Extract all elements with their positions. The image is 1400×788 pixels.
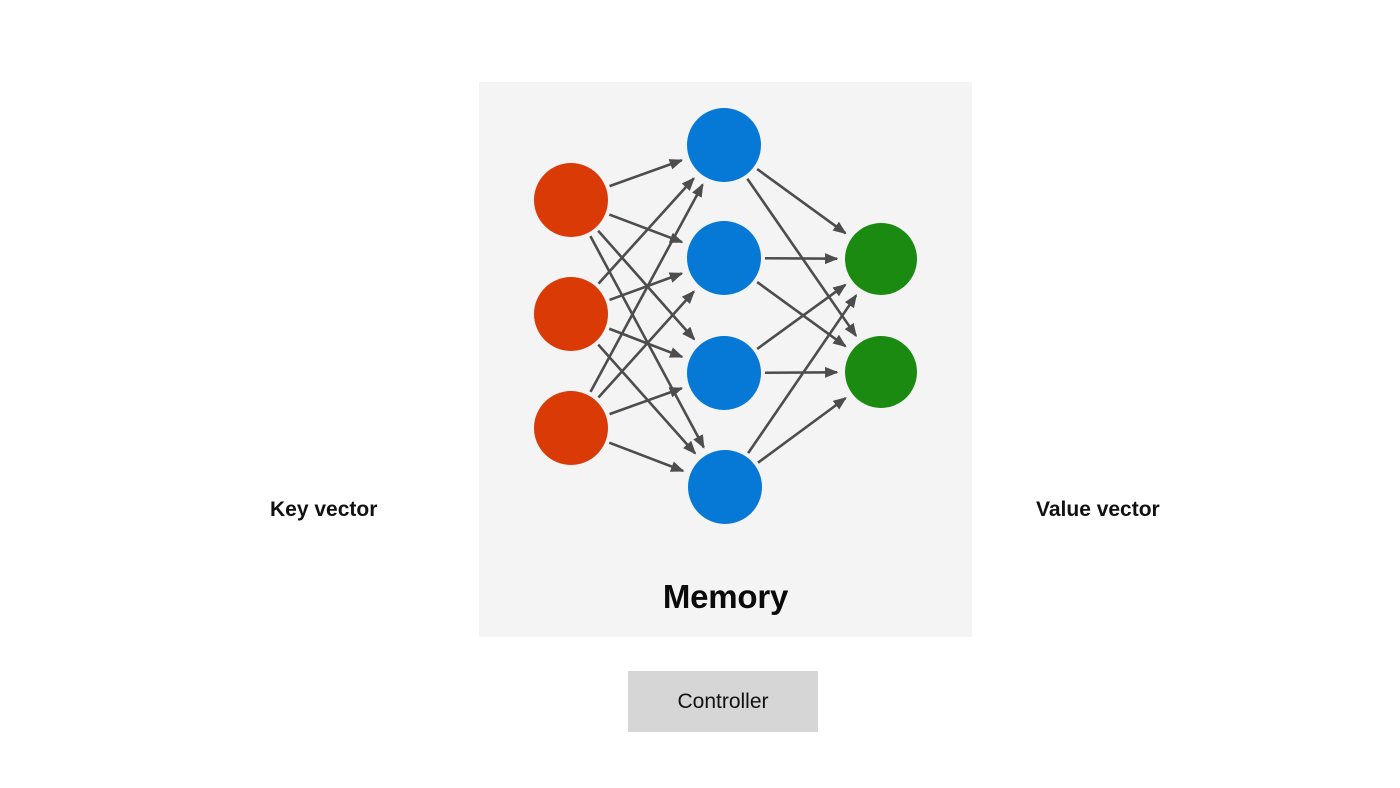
node-m2[interactable] bbox=[687, 221, 761, 295]
edge-m3-v1 bbox=[756, 283, 847, 350]
edge-k2-m4 bbox=[597, 343, 697, 455]
node-layer bbox=[534, 108, 917, 524]
node-k2[interactable] bbox=[534, 277, 608, 351]
edge-k3-m4 bbox=[608, 441, 685, 473]
edge-k3-m3 bbox=[609, 386, 684, 416]
node-v1[interactable] bbox=[845, 223, 917, 295]
memory-title: Memory bbox=[662, 578, 789, 615]
edge-m2-v2 bbox=[756, 281, 847, 348]
edge-k3-m1 bbox=[589, 183, 704, 393]
key-vector-label: Key vector bbox=[270, 498, 378, 521]
edge-k2-m3 bbox=[608, 327, 684, 359]
controller-label: Controller bbox=[677, 689, 769, 713]
edge-k1-m3 bbox=[597, 229, 696, 341]
network-graph bbox=[534, 108, 917, 524]
edge-m1-v1 bbox=[756, 168, 847, 235]
node-k3[interactable] bbox=[534, 391, 608, 465]
edge-k1-m1 bbox=[609, 158, 684, 188]
node-v2[interactable] bbox=[845, 336, 917, 408]
node-m4[interactable] bbox=[688, 450, 762, 524]
node-k1[interactable] bbox=[534, 163, 608, 237]
edge-k2-m1 bbox=[597, 177, 695, 285]
edge-k2-m2 bbox=[609, 272, 684, 302]
value-vector-label: Value vector bbox=[1036, 498, 1160, 521]
edge-m4-v2 bbox=[757, 397, 847, 464]
edge-m4-v1 bbox=[747, 294, 858, 454]
controller-box[interactable]: Controller bbox=[628, 671, 818, 732]
edge-layer bbox=[589, 158, 858, 473]
node-m1[interactable] bbox=[687, 108, 761, 182]
edge-k1-m2 bbox=[608, 213, 684, 244]
node-m3[interactable] bbox=[687, 336, 761, 410]
edge-k3-m2 bbox=[597, 290, 695, 399]
